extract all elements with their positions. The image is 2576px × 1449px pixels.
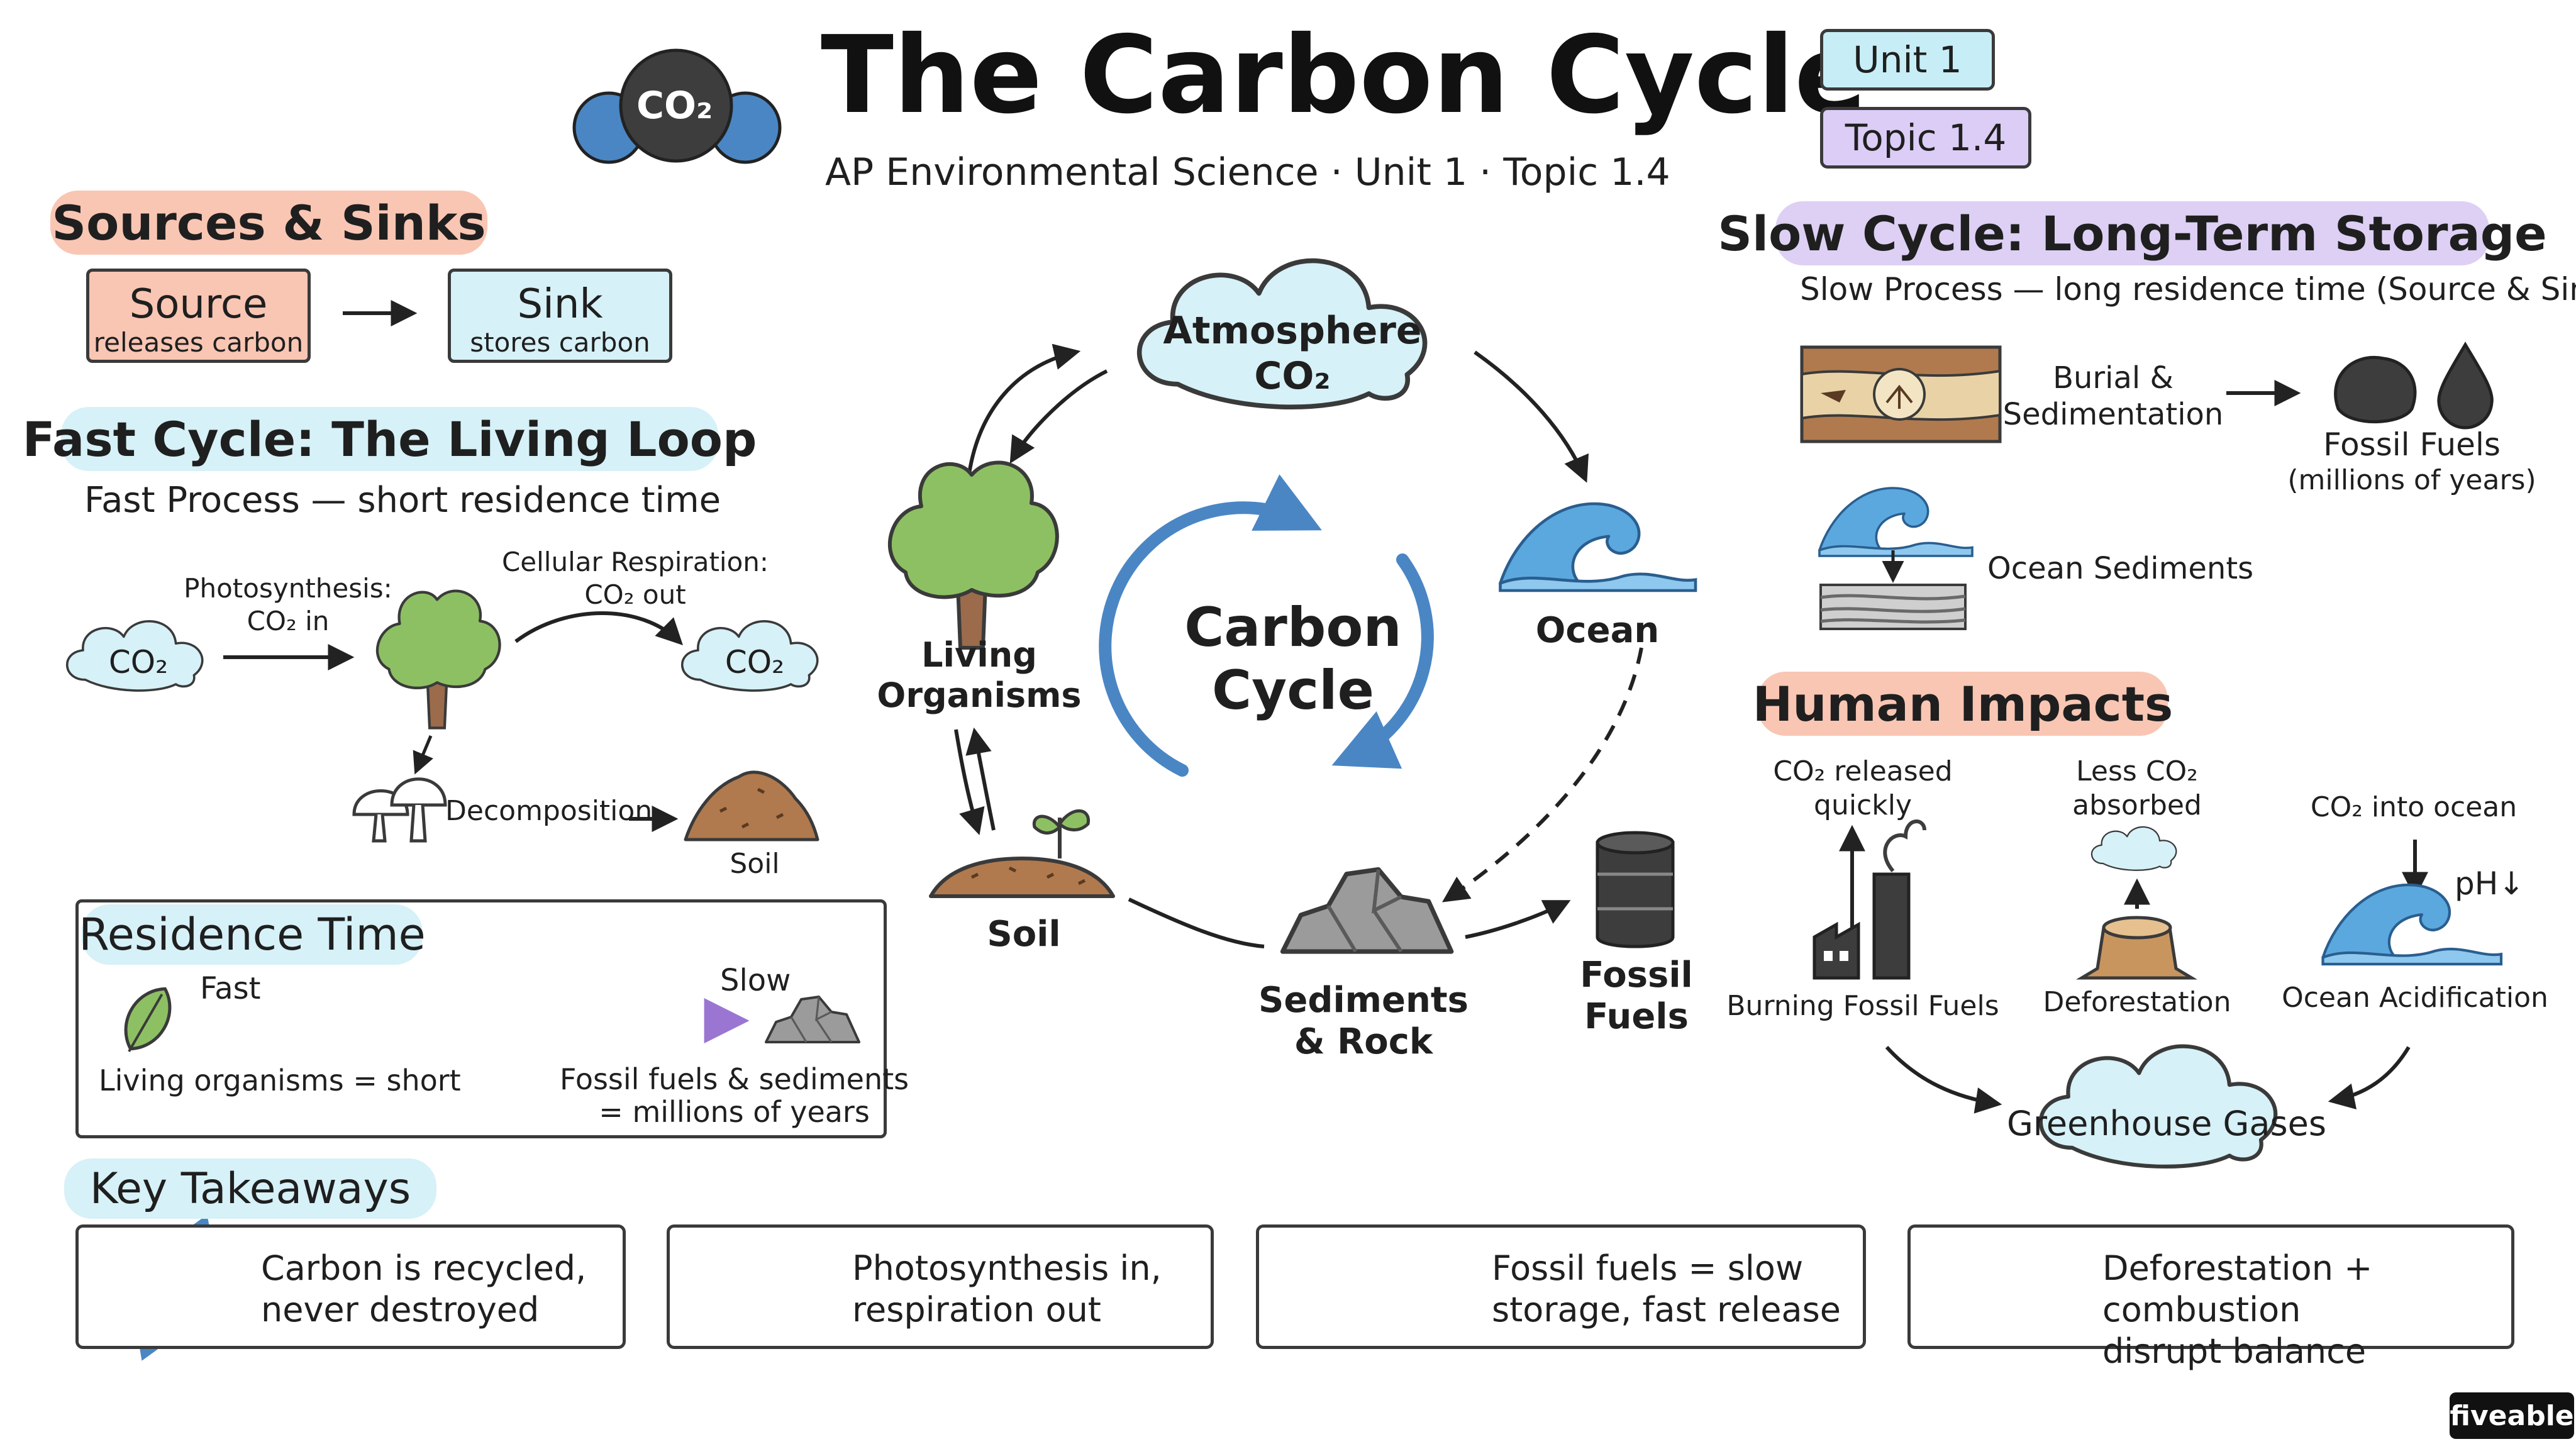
- deforestation-label: Deforestation: [2043, 986, 2231, 1018]
- residence-time-heading: Residence Time: [79, 904, 426, 965]
- small-cloud-icon: [2090, 826, 2177, 871]
- unit-badge: Unit 1: [1820, 29, 1995, 91]
- organisms-to-atmosphere-arrow: [967, 343, 1081, 479]
- takeaway-card-3: Fossil fuels = slow storage, fast releas…: [1256, 1224, 1866, 1349]
- factory-icon: [1813, 819, 1926, 980]
- fiveable-logo[interactable]: fiveable: [2450, 1392, 2574, 1439]
- sediments-to-fossil-arrow: [1465, 900, 1571, 939]
- slow-label: Slow: [720, 963, 791, 998]
- soil-sprout-icon: [929, 809, 1115, 898]
- takeaway-text-2: Photosynthesis in, respiration out: [852, 1248, 1162, 1330]
- living-organisms-tree-icon: [888, 460, 1059, 650]
- ocean-acidification-label: Ocean Acidification: [2282, 982, 2548, 1014]
- respiration-label: Cellular Respiration: CO₂ out: [501, 547, 769, 610]
- coal-lump-icon: [2334, 356, 2417, 424]
- human-impacts-heading: Human Impacts: [1753, 672, 2173, 736]
- takeaway-card-1: Carbon is recycled, never destroyed: [75, 1224, 626, 1349]
- tree-to-decomposition-arrow: [413, 735, 433, 775]
- slow-cycle-heading: Slow Cycle: Long-Term Storage: [1718, 201, 2547, 265]
- leaf-icon-residence: [124, 987, 172, 1052]
- soil-pile-icon: [684, 770, 819, 841]
- soil-to-organisms-arrow: [965, 727, 996, 831]
- sink-box: Sink stores carbon: [448, 269, 672, 363]
- atmosphere-to-ocean-arrow: [1474, 350, 1589, 483]
- less-co2-note: Less CO₂ absorbed: [2072, 755, 2202, 821]
- sediments-rock-icon: [1283, 870, 1452, 952]
- page-title: The Carbon Cycle: [821, 13, 1867, 138]
- ocean-wave-icon: [1501, 504, 1696, 591]
- ocean-label: Ocean: [1535, 610, 1660, 651]
- slow-cycle-subheading: Slow Process — long residence time (Sour…: [1800, 271, 2576, 308]
- takeaway-card-2: Photosynthesis in, respiration out: [667, 1224, 1214, 1349]
- takeaway-text-1: Carbon is recycled, never destroyed: [261, 1248, 587, 1330]
- takeaway-text-4: Deforestation + combustion disrupt balan…: [2102, 1248, 2373, 1371]
- burning-to-greenhouse-arrow: [1885, 1045, 2002, 1114]
- co2-released-note: CO₂ released quickly: [1773, 755, 1953, 821]
- fossil-fuels-label: Fossil Fuels: [1580, 955, 1693, 1037]
- living-short-note: Living organisms = short: [99, 1063, 461, 1097]
- ocean-to-greenhouse-arrow: [2328, 1046, 2411, 1109]
- co2-into-ocean-note: CO₂ into ocean: [2310, 791, 2518, 823]
- ocean-to-sediments-arrow: [1442, 647, 1643, 902]
- co2-molecule-icon: [572, 48, 782, 164]
- brand-text: fiveable: [2450, 1399, 2574, 1432]
- sink-desc: stores carbon: [470, 327, 650, 358]
- source-title: Source: [129, 281, 268, 328]
- millions-years-label: (millions of years): [2287, 464, 2536, 496]
- cycle-arrow-upper-icon: [1099, 474, 1322, 777]
- sediments-label: Sediments & Rock: [1258, 980, 1468, 1062]
- fossil-fuels-slow-label: Fossil Fuels: [2323, 426, 2501, 463]
- oil-barrel-icon: [1596, 831, 1675, 948]
- burial-label: Burial & Sedimentation: [2002, 360, 2224, 432]
- carbon-cycle-center-label: Carbon Cycle: [1184, 596, 1402, 722]
- source-box: Source releases carbon: [86, 269, 311, 363]
- tree-stump-icon: [2075, 916, 2198, 980]
- atmosphere-to-organisms-arrow: [1009, 369, 1108, 464]
- page-subtitle: AP Environmental Science · Unit 1 · Topi…: [825, 150, 1670, 194]
- fast-label: Fast: [200, 971, 261, 1006]
- topic-badge: Topic 1.4: [1820, 107, 2031, 169]
- soil-to-sediments-arrow: [1128, 897, 1265, 948]
- greenhouse-gases-label: Greenhouse Gases: [2007, 1104, 2326, 1143]
- takeaway-card-4: Deforestation + combustion disrupt balan…: [1907, 1224, 2514, 1371]
- ocean-sediments-label: Ocean Sediments: [1987, 551, 2254, 586]
- co2-left-label: CO₂: [108, 644, 169, 680]
- fast-cycle-subheading: Fast Process — short residence time: [84, 480, 721, 521]
- atmosphere-label: Atmosphere CO₂: [1163, 309, 1422, 398]
- burning-fossil-fuels-label: Burning Fossil Fuels: [1726, 990, 1999, 1022]
- decomposition-label: Decomposition: [445, 795, 653, 827]
- fast-cycle-heading: Fast Cycle: The Living Loop: [23, 407, 757, 471]
- soil-label-fast: Soil: [730, 848, 780, 880]
- ocean-sediment-wave-icon: [1818, 487, 1974, 557]
- takeaway-text-3: Fossil fuels = slow storage, fast releas…: [1492, 1248, 1841, 1330]
- oil-drop-icon: [2437, 341, 2494, 430]
- cycle-arrow-lower-icon: [1331, 553, 1434, 769]
- source-desc: releases carbon: [93, 327, 304, 358]
- sink-title: Sink: [517, 281, 603, 328]
- mushroom-icon: [352, 777, 447, 843]
- co2-badge-label: CO₂: [636, 84, 713, 128]
- center-soil-label: Soil: [987, 914, 1061, 955]
- sediment-layers-icon: [1819, 584, 1967, 630]
- co2-right-label: CO₂: [724, 644, 785, 680]
- respiration-arrow: [514, 611, 683, 645]
- residence-time-panel: [75, 899, 887, 1138]
- living-organisms-label: Living Organisms: [877, 635, 1082, 715]
- ph-down-label: pH↓: [2455, 865, 2525, 902]
- rock-strata-icon: [1800, 345, 2002, 443]
- sources-sinks-heading: Sources & Sinks: [50, 191, 487, 255]
- fossil-long-note: Fossil fuels & sediments = millions of y…: [560, 1062, 909, 1129]
- organisms-to-soil-arrow: [954, 729, 985, 836]
- tree-icon: [375, 589, 501, 730]
- photosynthesis-label: Photosynthesis: CO₂ in: [184, 573, 392, 636]
- key-takeaways-heading: Key Takeaways: [64, 1158, 436, 1219]
